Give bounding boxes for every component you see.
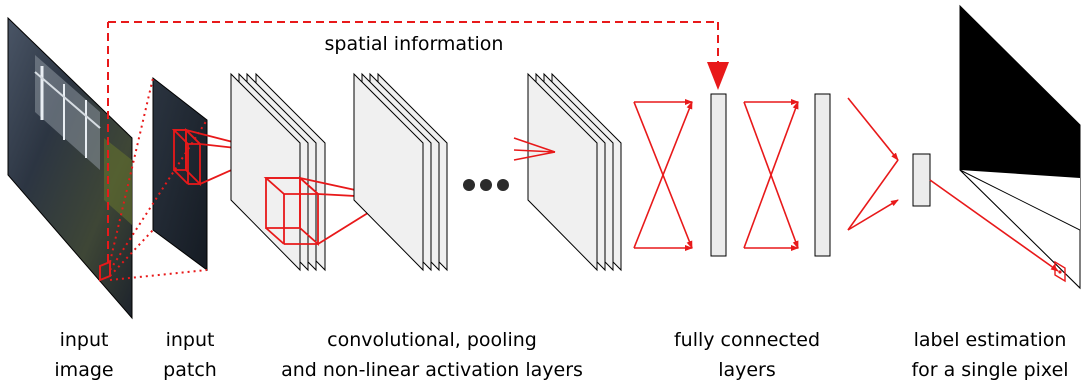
output-connections — [847, 97, 899, 231]
pixel-assignment-arrow — [929, 179, 1059, 272]
caption-label-estimation-line2: for a single pixel — [911, 359, 1068, 381]
input-image — [7, 16, 133, 320]
caption-input-patch-line1: input — [166, 329, 215, 351]
fc-connections-2 — [743, 99, 799, 251]
caption-input-image-line2: image — [54, 359, 113, 381]
caption-label-estimation-line1: label estimation — [914, 329, 1067, 351]
conv-layer-stack-1 — [230, 72, 326, 272]
spatial-information-label: spatial information — [325, 33, 504, 55]
conv-input-arrows — [513, 137, 556, 161]
input-patch — [152, 76, 208, 271]
caption-input-image-line1: input — [60, 329, 109, 351]
conv-layer-stack-3 — [527, 72, 622, 272]
patch-extraction-lines — [109, 77, 208, 281]
caption-input-patch-line2: patch — [163, 359, 217, 381]
label-map — [959, 4, 1081, 290]
fc-connections-1 — [633, 99, 693, 251]
conv-layer-stack-2 — [353, 72, 448, 272]
fc-layer-2 — [814, 93, 831, 257]
ellipsis-icon — [463, 179, 509, 191]
caption-conv-layers-line1: convolutional, pooling — [327, 329, 537, 351]
caption-fc-layers-line2: layers — [718, 359, 776, 381]
fc-layer-1 — [710, 93, 727, 257]
spatial-arrowhead-icon — [707, 62, 729, 90]
caption-fc-layers-line1: fully connected — [674, 329, 820, 351]
caption-conv-layers-line2: and non-linear activation layers — [281, 359, 583, 381]
output-node — [912, 153, 931, 207]
spatial-information-connector — [107, 21, 719, 262]
